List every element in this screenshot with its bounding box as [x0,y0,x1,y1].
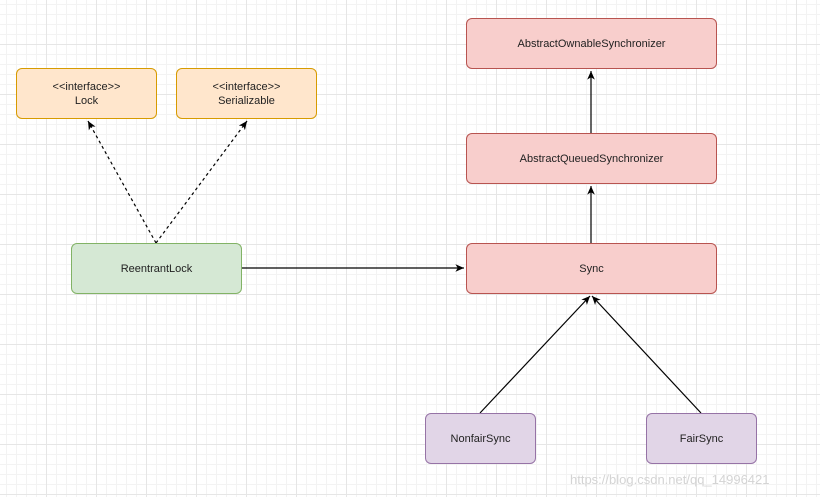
node-label: AbstractOwnableSynchronizer [517,37,666,50]
node-reentrantlock[interactable]: ReentrantLock [71,243,242,294]
node-label: AbstractQueuedSynchronizer [519,152,664,165]
edge-nonfairsync-to-sync [479,295,591,414]
edge-fairsync-to-sync [591,295,702,414]
node-label: FairSync [679,432,724,445]
node-label: Serializable [218,94,275,107]
node-stereotype: <<interface>> [212,80,281,93]
node-serializable-interface[interactable]: <<interface>> Serializable [176,68,317,119]
node-sync[interactable]: Sync [466,243,717,294]
node-stereotype: <<interface>> [52,80,121,93]
node-label: Lock [74,94,99,107]
edge-reentrantlock-to-lock [87,120,157,244]
node-nonfairsync[interactable]: NonfairSync [425,413,536,464]
node-fairsync[interactable]: FairSync [646,413,757,464]
node-lock-interface[interactable]: <<interface>> Lock [16,68,157,119]
watermark-text: https://blog.csdn.net/qq_14996421 [570,472,770,487]
node-abstract-queued-synchronizer[interactable]: AbstractQueuedSynchronizer [466,133,717,184]
node-label: NonfairSync [450,432,511,445]
node-label: Sync [579,262,604,275]
edge-reentrantlock-to-serializable [155,120,248,244]
node-label: ReentrantLock [120,262,193,275]
node-abstract-ownable-synchronizer[interactable]: AbstractOwnableSynchronizer [466,18,717,69]
